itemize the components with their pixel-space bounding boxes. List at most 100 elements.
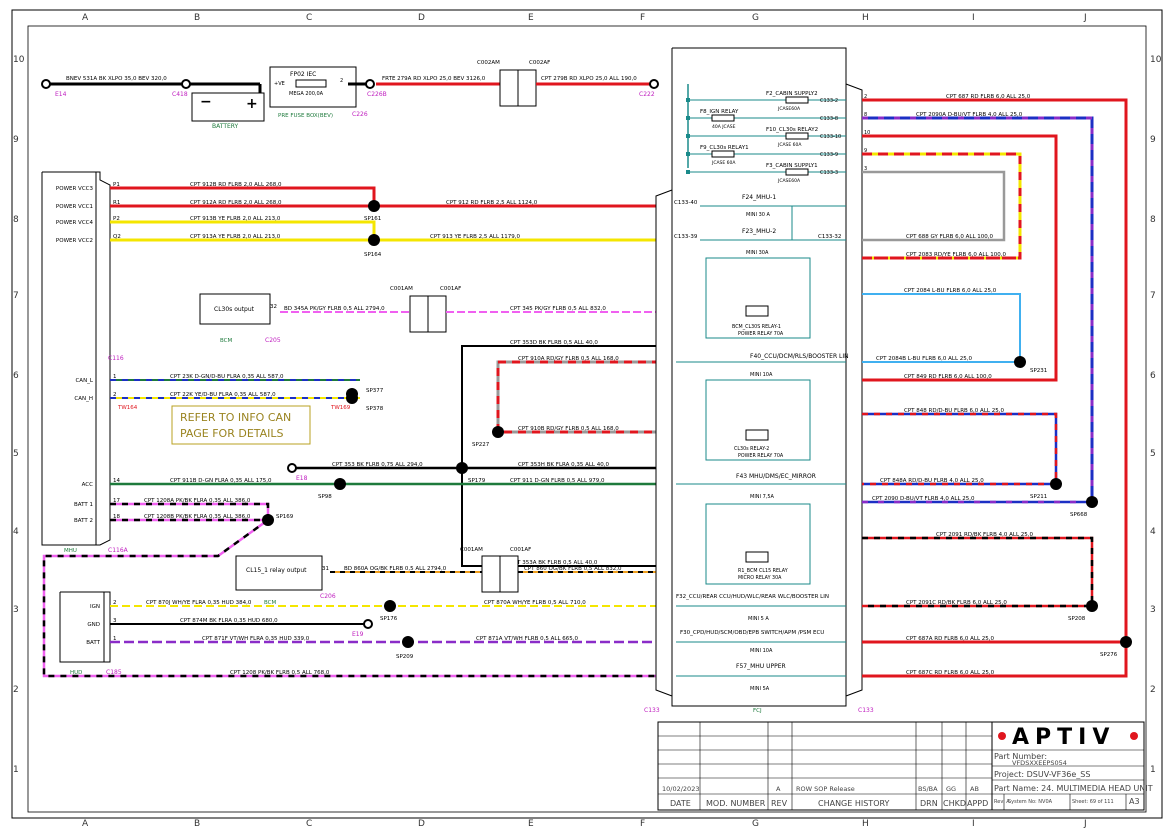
grid-row-label: 2 (1150, 685, 1156, 695)
mhu-pin-number: Q2 (113, 234, 121, 240)
splice-label: SP209 (396, 654, 414, 660)
mhu-pin-label: BATT 2 (74, 518, 93, 524)
c206-label: C206 (320, 593, 336, 600)
splice-label: SP169 (276, 514, 294, 520)
f57-rating: MINI 5A (750, 686, 770, 692)
system-field: System No: NV0A (1008, 799, 1053, 805)
relay3-rating: MICRO RELAY 30A (738, 575, 782, 581)
grid-col-label: D (418, 819, 425, 829)
w353a: CPT 353A BK FLRB 0,5 ALL 40,0 (510, 560, 598, 566)
sheet-field: Sheet: 69 of 111 (1072, 799, 1114, 805)
c418-label: C418 (172, 91, 188, 98)
wire-279b-label: CPT 279B RD XLPO 25,0 ALL 190,0 (541, 76, 637, 82)
w687c: CPT 687C RD FLRB 6,0 ALL 25,0 (906, 670, 995, 676)
c001am-top: C001AM (390, 286, 413, 292)
grid-col-label: J (1083, 819, 1087, 829)
grid-col-label: A (82, 13, 89, 23)
note-line2: PAGE FOR DETAILS (180, 427, 284, 440)
mhu-pin-number: 17 (113, 498, 120, 504)
fuse-pin: 3 (864, 166, 867, 172)
mhu-label: MHU (64, 548, 77, 554)
c226-label: C226 (352, 111, 368, 118)
grid-row-label: 1 (13, 765, 19, 775)
splice-label: SP164 (364, 252, 382, 258)
splice-sp179 (456, 462, 468, 474)
inner-frame (27, 25, 1147, 813)
c133-40: C133-40 (674, 200, 698, 206)
grid-col-label: A (82, 819, 89, 829)
splice-sp211 (1050, 478, 1062, 490)
grid-col-label: E (528, 819, 534, 829)
w871a: CPT 871A VT/WH FLRB 0,5 ALL 665,0 (476, 636, 579, 642)
grid-col-label: B (194, 13, 200, 23)
relay1-rating: POWER RELAY 70A (738, 331, 784, 337)
size-field: A3 (1129, 797, 1140, 806)
battery-symbol (191, 92, 265, 122)
splice-sp668 (1086, 496, 1098, 508)
bcm-label: BCM (220, 338, 233, 344)
grid-row-label: 8 (13, 215, 19, 225)
fp02-rating: MEGA 200,0A (289, 91, 324, 97)
f30-rating: MINI 10A (750, 648, 773, 654)
c205-label: C205 (265, 337, 281, 344)
w871f: CPT 871F VT/WH FLRA 0,35 HUD 339,0 (202, 636, 310, 642)
w870j: CPT 870J WH/YE FLRA 0,35 HUD 384,0 (146, 600, 252, 606)
mhu-pin-number: P2 (113, 216, 120, 222)
ground-e14 (41, 79, 51, 89)
splice-label: SP668 (1070, 512, 1088, 518)
grid-row-label: 5 (1150, 449, 1156, 459)
c002af-label: C002AF (529, 60, 550, 66)
grid-col-label: G (752, 13, 759, 23)
c133-32: C133-32 (818, 234, 841, 240)
c133-right: C133 (858, 707, 874, 714)
f40-label: F40_CCU/DCM/RLS/BOOSTER LIN (750, 353, 849, 360)
h-rev: REV (771, 799, 788, 808)
wire-279a-label: FRTE 279A RD XLPO 25,0 BEV 3126,0 (382, 76, 486, 82)
w912a: CPT 912A RD FLRB 2,0 ALL 268,0 (190, 200, 282, 206)
appd-value: AB (970, 785, 979, 793)
hud-pin-number: 2 (113, 600, 117, 606)
svg-text:−: − (200, 94, 212, 110)
plus-label: +VE (274, 81, 285, 87)
e19-label: E19 (352, 631, 364, 638)
grid-row-label: 8 (1150, 215, 1156, 225)
e14-label: E14 (55, 91, 67, 98)
relay1-label: BCM_CL30S RELAY-1 (732, 324, 781, 330)
splice-sp276 (1120, 636, 1132, 648)
fuse-name: F3_CABIN SUPPLY1 (766, 163, 818, 169)
fuse-pin: 9 (864, 148, 867, 154)
change-value: ROW SOP Release (796, 785, 855, 793)
h-appd: APPD (967, 799, 988, 808)
rev-field: Rev: A (994, 799, 1010, 805)
wiring-right: CPT 687 RD FLRB 6,0 ALL 25,0 CPT 2090A D… (862, 94, 1128, 678)
grid-row-label: 3 (1150, 605, 1156, 615)
fp02-pin2: 2 (340, 78, 343, 84)
grid-row-label: 4 (13, 527, 19, 537)
grid-row-label: 6 (13, 371, 19, 381)
w911b: CPT 911B D-GN FLRA 0,35 ALL 175,0 (170, 478, 272, 484)
rev-value: A (776, 785, 781, 793)
grid-col-label: F (640, 819, 645, 829)
w2084: CPT 2084 L-BU FLRB 6,0 ALL 25,0 (904, 288, 997, 294)
fuse-box: C133 C133 FCJ F2_CABIN SUPPLY2JCASE60AC1… (644, 47, 874, 714)
date-value: 10/02/2023 (662, 785, 699, 793)
splice-label: SP161 (364, 216, 381, 222)
w353: CPT 353 BK FLRB 0,75 ALL 294,0 (332, 462, 423, 468)
bcm-output-label: CL30s output (214, 306, 255, 313)
splice-label: SP179 (468, 478, 486, 484)
grid-col-label: I (972, 819, 975, 829)
fuse-connector: C133-3 (820, 170, 838, 176)
drn-value: BS/BA (918, 785, 938, 793)
wiring-left: CPT 912B RD FLRB 2,0 ALL 268,0 CPT 912A … (42, 182, 660, 678)
splice-sp98 (334, 478, 346, 490)
h-change: CHANGE HISTORY (818, 799, 890, 808)
project: Project: DSUV-VF36e_SS (994, 770, 1090, 779)
fuse-rating: JCASE60A (777, 106, 801, 112)
tw169-label: TW169 (330, 405, 351, 411)
h-mod: MOD. NUMBER (706, 799, 766, 808)
w353h: CPT 353H BK FLRA 0,35 ALL 40,0 (518, 462, 609, 468)
w22k: CPT 22K YE/D-BU FLRA 0,35 ALL 587,0 (170, 392, 276, 398)
w2084b: CPT 2084B L-BU FLRB 6,0 ALL 25,0 (876, 356, 973, 362)
